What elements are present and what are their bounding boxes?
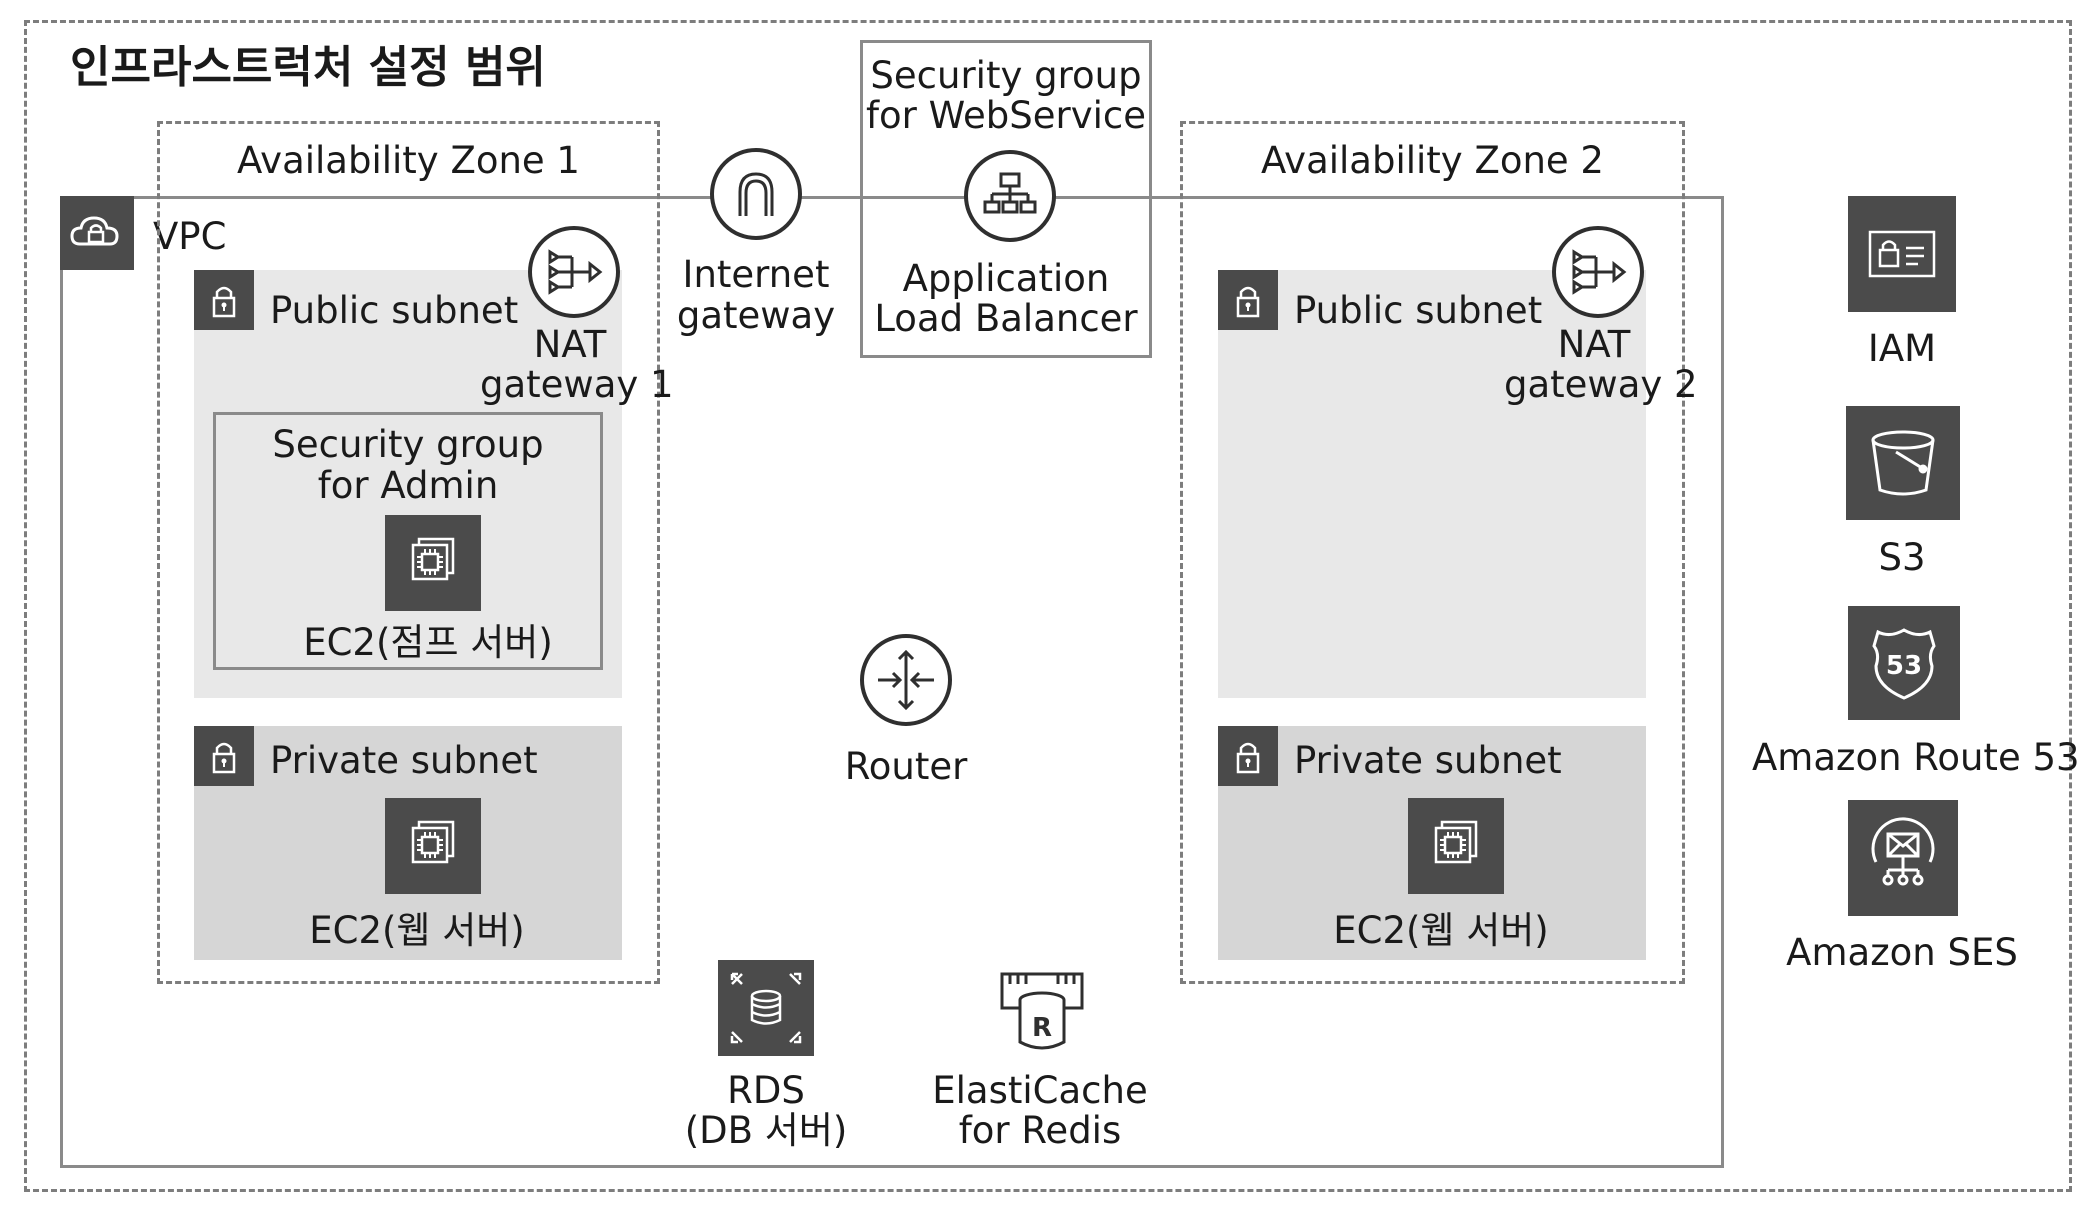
ec2-web-server-2-label: EC2(웹 서버) <box>1333 909 1549 952</box>
az1-public-lock-icon <box>194 270 254 330</box>
ec2-jump-server-icon <box>385 515 481 611</box>
nat-gateway-2-label-line2: gateway 2 <box>1504 363 1698 406</box>
rds-label-line1: RDS <box>727 1069 805 1112</box>
nat-gateway-2-label-line1: NAT <box>1557 323 1631 366</box>
ec2-web-server-1-icon <box>385 798 481 894</box>
az1-public-subnet <box>194 270 622 698</box>
az2-public-subnet <box>1218 270 1646 698</box>
az2-label: Availability Zone 2 <box>1261 139 1604 182</box>
route53-label: Amazon Route 53 <box>1752 736 2080 779</box>
svg-text:R: R <box>1032 1013 1052 1043</box>
ec2-jump-server-label: EC2(점프 서버) <box>303 621 553 664</box>
az1-public-subnet-label: Public subnet <box>270 289 519 332</box>
rds-label-line2: (DB 서버) <box>684 1109 848 1152</box>
sg-admin-boundary <box>213 412 603 670</box>
iam-icon <box>1848 196 1956 312</box>
sg-webservice-label-line2: for WebService <box>865 94 1147 137</box>
router-icon <box>860 634 952 726</box>
internet-gateway-label-line2: gateway <box>676 294 836 337</box>
elasticache-label-line1: ElastiCache <box>932 1069 1148 1112</box>
vpc-cloud-icon <box>60 196 134 270</box>
route53-icon: 53 <box>1848 606 1960 720</box>
az2-public-subnet-label: Public subnet <box>1294 289 1543 332</box>
alb-icon <box>964 150 1056 242</box>
ses-icon <box>1848 800 1958 916</box>
router-label: Router <box>844 745 968 788</box>
az2-public-lock-icon <box>1218 270 1278 330</box>
internet-gateway-icon <box>710 148 802 240</box>
elasticache-icon: R <box>994 964 1090 1060</box>
availability-zone-1 <box>157 121 660 984</box>
iam-label: IAM <box>1867 327 1937 370</box>
nat-gateway-1-label-line2: gateway 1 <box>480 363 674 406</box>
outer-scope-boundary <box>24 20 2072 1192</box>
elasticache-label-line2: for Redis <box>958 1109 1122 1152</box>
availability-zone-2 <box>1180 121 1685 984</box>
az1-private-subnet-label: Private subnet <box>270 739 538 782</box>
sg-webservice-label-line1: Security group <box>870 54 1142 97</box>
az1-private-lock-icon <box>194 726 254 786</box>
route53-badge-text: 53 <box>1886 651 1922 681</box>
ses-label: Amazon SES <box>1786 931 2018 974</box>
ec2-web-server-1-label: EC2(웹 서버) <box>309 909 525 952</box>
az2-private-lock-icon <box>1218 726 1278 786</box>
vpc-boundary <box>60 196 1724 1168</box>
nat-gateway-2-icon <box>1552 226 1644 318</box>
sg-admin-label-line1: Security group <box>272 423 544 466</box>
az2-private-subnet-label: Private subnet <box>1294 739 1562 782</box>
sg-admin-label-line2: for Admin <box>317 464 499 507</box>
alb-label-line2: Load Balancer <box>874 297 1138 340</box>
s3-label: S3 <box>1878 536 1926 579</box>
az1-label: Availability Zone 1 <box>237 139 580 182</box>
sg-webservice-boundary <box>860 40 1152 358</box>
ec2-web-server-2-icon <box>1408 798 1504 894</box>
s3-bucket-icon <box>1846 406 1960 520</box>
nat-gateway-1-label-line1: NAT <box>533 323 607 366</box>
nat-gateway-1-icon <box>528 226 620 318</box>
internet-gateway-label-line1: Internet <box>682 253 830 296</box>
vpc-label: VPC <box>153 215 227 258</box>
rds-icon <box>718 960 814 1056</box>
page-title: 인프라스트럭처 설정 범위 <box>70 42 546 93</box>
alb-label-line1: Application <box>902 257 1110 300</box>
